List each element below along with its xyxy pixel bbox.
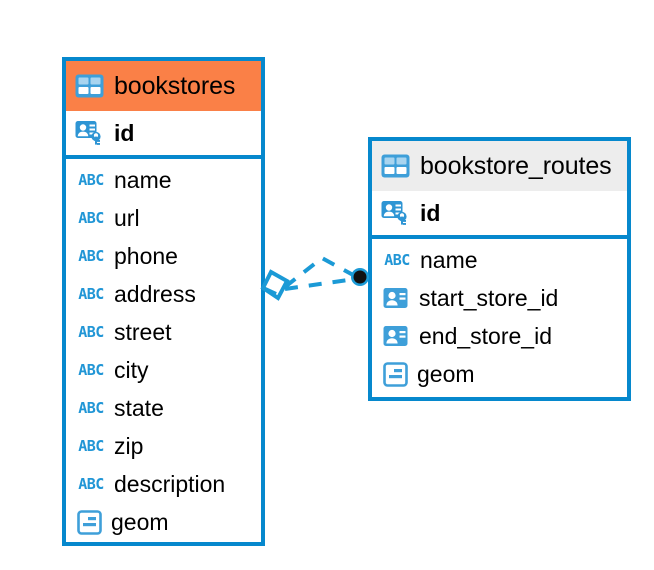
abc-text-icon: ABC	[78, 246, 104, 265]
entity-bookstores-field-list: ABC name ABC url ABC phone ABC	[66, 159, 261, 541]
field-row-primary-key[interactable]: id	[372, 191, 627, 239]
abc-text-icon: ABC	[384, 250, 410, 269]
field-row-name[interactable]: ABC name	[66, 161, 261, 199]
abc-text-icon: ABC	[78, 284, 104, 303]
field-row-description[interactable]: ABC description	[66, 465, 261, 503]
relationship-line-lower	[284, 277, 356, 291]
field-label-start-store-id: start_store_id	[419, 284, 559, 311]
field-row-url[interactable]: ABC url	[66, 199, 261, 237]
field-label-id: id	[114, 119, 135, 146]
geometry-icon	[383, 361, 408, 387]
entity-bookstore-routes[interactable]: bookstore_routes id	[368, 137, 631, 401]
abc-text-icon: ABC	[78, 360, 104, 379]
field-label-state: state	[114, 394, 164, 421]
primary-key-icon	[75, 120, 105, 147]
field-label-description: description	[114, 470, 226, 497]
abc-text-icon: ABC	[78, 208, 104, 227]
field-label-name: name	[420, 246, 478, 273]
filled-circle-marker	[351, 268, 369, 286]
abc-text-icon: ABC	[78, 322, 104, 341]
field-row-name[interactable]: ABC name	[372, 241, 627, 279]
foreign-key-icon	[383, 324, 410, 349]
entity-bookstores[interactable]: bookstores id	[62, 57, 265, 546]
diamond-marker	[260, 269, 290, 301]
table-icon	[381, 154, 410, 178]
abc-text-icon: ABC	[78, 170, 104, 189]
geometry-icon	[77, 509, 102, 535]
field-row-end-store-id[interactable]: end_store_id	[372, 317, 627, 355]
relationship-line-upper	[283, 255, 356, 289]
entity-bookstores-title: bookstores	[114, 71, 236, 100]
field-label-city: city	[114, 356, 149, 383]
field-label-phone: phone	[114, 242, 178, 269]
field-row-zip[interactable]: ABC zip	[66, 427, 261, 465]
entity-bookstore-routes-header[interactable]: bookstore_routes	[372, 141, 627, 191]
field-row-city[interactable]: ABC city	[66, 351, 261, 389]
field-label-name: name	[114, 166, 172, 193]
field-label-geom: geom	[111, 508, 169, 535]
field-row-primary-key[interactable]: id	[66, 111, 261, 159]
field-row-start-store-id[interactable]: start_store_id	[372, 279, 627, 317]
field-label-geom: geom	[417, 360, 475, 387]
abc-text-icon: ABC	[78, 436, 104, 455]
table-icon	[75, 74, 104, 98]
field-row-street[interactable]: ABC street	[66, 313, 261, 351]
primary-key-icon	[381, 200, 411, 227]
field-label-street: street	[114, 318, 172, 345]
abc-text-icon: ABC	[78, 398, 104, 417]
foreign-key-icon	[383, 286, 410, 311]
abc-text-icon: ABC	[78, 474, 104, 493]
field-label-zip: zip	[114, 432, 144, 459]
field-row-geom[interactable]: geom	[372, 355, 627, 393]
field-row-state[interactable]: ABC state	[66, 389, 261, 427]
entity-bookstores-header[interactable]: bookstores	[66, 61, 261, 111]
field-label-end-store-id: end_store_id	[419, 322, 552, 349]
field-row-address[interactable]: ABC address	[66, 275, 261, 313]
field-label-url: url	[114, 204, 140, 231]
field-row-geom[interactable]: geom	[66, 503, 261, 541]
entity-bookstore-routes-title: bookstore_routes	[420, 151, 612, 180]
entity-bookstore-routes-field-list: ABC name start_store_id	[372, 239, 627, 393]
field-label-address: address	[114, 280, 196, 307]
field-row-phone[interactable]: ABC phone	[66, 237, 261, 275]
field-label-id: id	[420, 199, 441, 226]
